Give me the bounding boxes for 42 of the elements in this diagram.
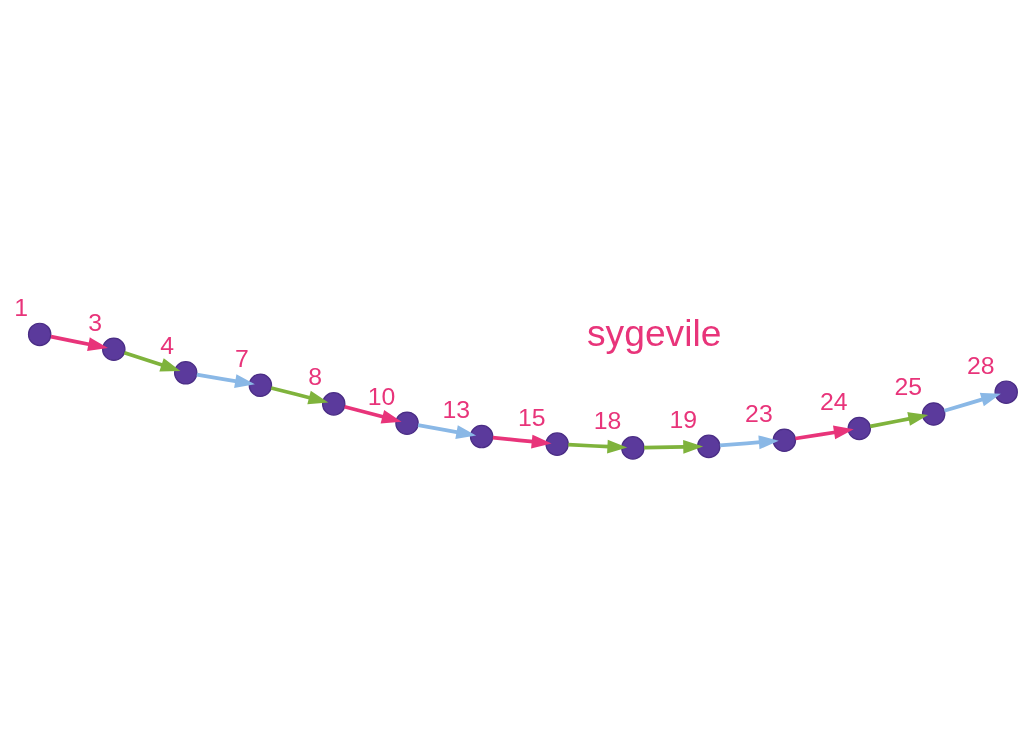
arrow: [344, 404, 402, 423]
node-circle: [545, 431, 569, 456]
arrow: [568, 439, 628, 454]
node-circle: [102, 336, 126, 361]
arrow: [270, 385, 329, 404]
node-circle: [469, 424, 494, 448]
node-circle: [248, 373, 273, 397]
arrow: [869, 411, 929, 428]
node-label: 25: [894, 372, 923, 400]
node-label: 1: [14, 293, 28, 321]
arrow: [123, 350, 181, 371]
label: sygevile: [587, 311, 722, 354]
arrow: [417, 422, 477, 439]
node-label: 13: [442, 395, 471, 423]
arrow: [50, 334, 108, 351]
node-circle: [994, 379, 1018, 404]
node-label: 7: [234, 344, 249, 372]
node-circle: [395, 410, 419, 435]
arrow: [196, 372, 255, 388]
node-label: 24: [820, 387, 848, 415]
node-label: 10: [367, 382, 396, 410]
node-circle: [921, 401, 946, 426]
node-circle: [847, 416, 872, 440]
node-circle: [772, 428, 797, 452]
node-label: 19: [669, 405, 698, 433]
node-circle: [27, 322, 52, 346]
node-label: 15: [517, 403, 546, 431]
node-label: 4: [160, 331, 175, 359]
node-label: 18: [593, 406, 622, 434]
arrow: [492, 434, 552, 448]
arrow: [719, 434, 779, 449]
node-circle: [621, 435, 645, 460]
node-circle: [696, 434, 721, 458]
node-label: 8: [308, 362, 323, 390]
node-circle: [321, 391, 346, 416]
arrow: [943, 392, 1001, 413]
node-label: 23: [745, 399, 773, 427]
node-label: 28: [966, 351, 995, 379]
node-circle: [173, 360, 198, 385]
node-label: 3: [88, 308, 103, 336]
arrow: [644, 439, 704, 454]
arrow: [795, 425, 854, 440]
